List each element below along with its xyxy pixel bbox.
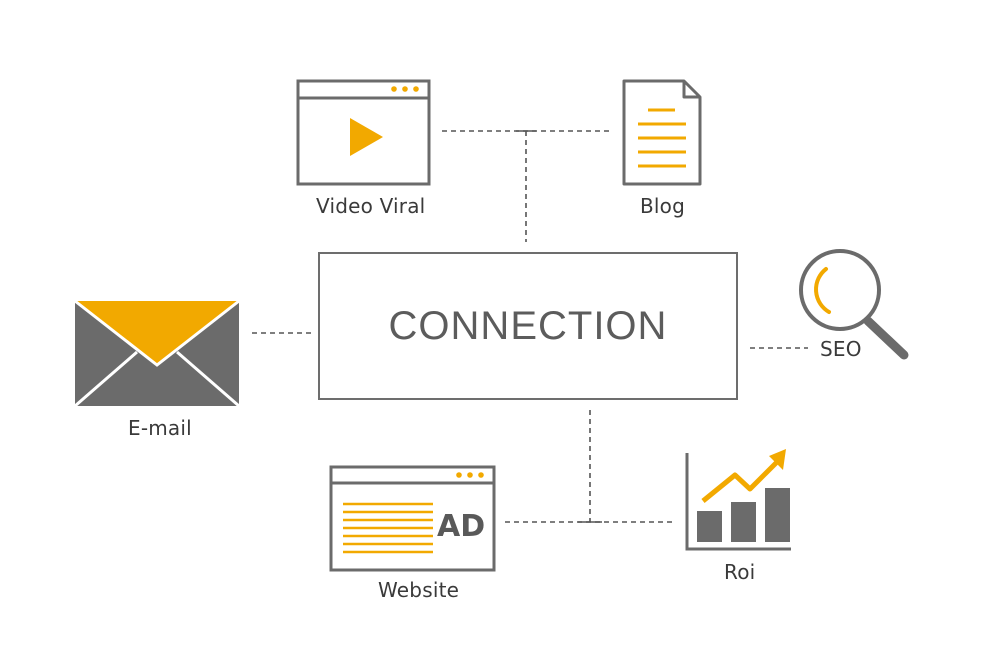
- seo-label: SEO: [820, 337, 862, 361]
- connection-title: CONNECTION: [388, 303, 668, 348]
- website-label: Website: [378, 578, 460, 602]
- ad-label: AD: [437, 509, 486, 544]
- connector-lines: [252, 130, 808, 523]
- web-ad-icon: [329, 465, 496, 572]
- video-viral-label: Video Viral: [316, 194, 426, 218]
- document-icon: [622, 79, 702, 186]
- email-label: E-mail: [128, 416, 192, 440]
- roi-label: Roi: [724, 560, 756, 584]
- video-player-icon: [296, 79, 431, 186]
- magnifier-icon: [799, 249, 909, 360]
- connection-box: CONNECTION: [318, 252, 738, 400]
- blog-label: Blog: [640, 194, 686, 218]
- envelope-icon: [74, 299, 240, 408]
- growth-chart-icon: [685, 449, 791, 551]
